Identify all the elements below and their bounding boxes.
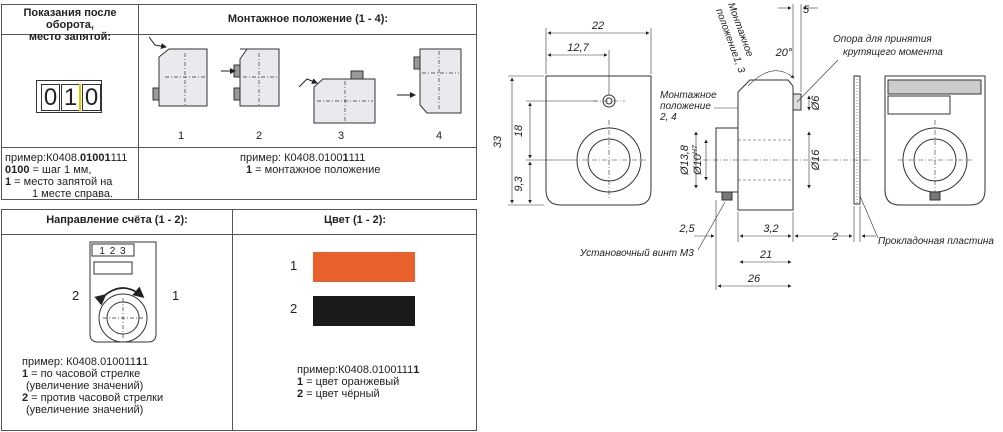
color-swatch-black	[313, 296, 415, 326]
counter-digit-3: 0	[82, 84, 101, 111]
table2-frame	[1, 209, 477, 431]
table2-header-right: Цвет (1 - 2):	[323, 214, 387, 226]
color-label-2: 2	[290, 301, 298, 316]
count-direction-diagram: 1 2 3	[89, 241, 157, 343]
example-direction-text: пример: К0408.01001111 1 = по часовой ст…	[22, 356, 164, 416]
table1-vdivider	[138, 4, 139, 200]
dim-21: 21	[759, 249, 772, 261]
dim-2: 2	[831, 231, 838, 243]
label-spacer-plate: Прокладочная пластина	[878, 236, 994, 247]
label-mount-2-4-b: положение	[660, 101, 711, 112]
example-digits-text: пример:К0408.01001111 0100 = шаг 1 мм, 1…	[5, 152, 128, 200]
direction-label-2: 2	[72, 288, 80, 303]
dim-3-2: 3,2	[763, 223, 778, 235]
dim-18: 18	[513, 124, 525, 137]
dim-5: 5	[803, 4, 810, 16]
mount-position-3	[298, 70, 376, 124]
mount-position-4	[397, 48, 462, 114]
technical-drawing: 22 12,7 33 18 9,3 5 20° Ø6 Ø13,8 Ø10H7 Ø…	[492, 1, 994, 290]
dial-digits: 1 2 3	[99, 246, 126, 257]
color-label-1: 1	[290, 258, 298, 273]
label-torque-a: Опора для принятия	[833, 34, 932, 45]
position-label-3: 3	[338, 130, 344, 142]
decimal-marker	[79, 84, 81, 111]
position-label-4: 4	[436, 130, 442, 142]
mounting-positions-diagram: 1 2 3 4	[148, 36, 462, 142]
dim-d10: Ø10H7	[692, 144, 704, 176]
dim-9-3: 9,3	[513, 175, 525, 191]
rear-view	[884, 75, 986, 206]
dim-d16: Ø16	[810, 149, 822, 172]
example-color-text: пример:К0408.01001111 1 = цвет оранжевый…	[297, 364, 420, 400]
table2-header-left: Направление счёта (1 - 2):	[46, 214, 188, 226]
table1-hdivider	[1, 34, 477, 35]
position-label-2: 2	[256, 130, 262, 142]
dim-33: 33	[492, 135, 504, 148]
table1-header-right: Монтажное положение (1 - 4):	[227, 13, 389, 25]
label-mount-2-4-c: 2, 4	[659, 112, 677, 123]
front-view	[508, 28, 652, 206]
dim-d13-8: Ø13,8	[679, 144, 691, 176]
counter-digit-2: 1	[61, 84, 80, 111]
mount-position-1	[148, 36, 208, 107]
table1-header-left: Показания после оборота,место запятой:	[23, 7, 117, 43]
dim-12-7: 12,7	[567, 42, 589, 54]
counter-display: 0 1 0	[36, 80, 102, 113]
table1-frame	[1, 4, 477, 200]
label-set-screw: Установочный винт М3	[579, 248, 694, 259]
dim-26: 26	[747, 273, 761, 285]
dim-20-deg: 20°	[775, 47, 793, 59]
color-swatch-orange	[313, 252, 415, 282]
dim-d6: Ø6	[810, 95, 822, 112]
example-mount-text: пример: К0408.01001111 1 = монтажное пол…	[240, 152, 381, 176]
table2-hdivider	[1, 234, 477, 235]
counter-digit-1: 0	[41, 84, 60, 111]
table1-hdivider2	[1, 147, 477, 148]
table2-vdivider	[232, 209, 233, 431]
dim-22: 22	[591, 20, 604, 32]
direction-label-1: 1	[172, 288, 180, 303]
mount-position-2	[221, 48, 280, 107]
dim-2-5: 2,5	[678, 223, 695, 235]
label-torque-b: крутящего момента	[843, 47, 943, 58]
position-label-1: 1	[178, 130, 184, 142]
label-mount-2-4-a: Монтажное	[660, 90, 717, 101]
side-view	[693, 4, 879, 290]
